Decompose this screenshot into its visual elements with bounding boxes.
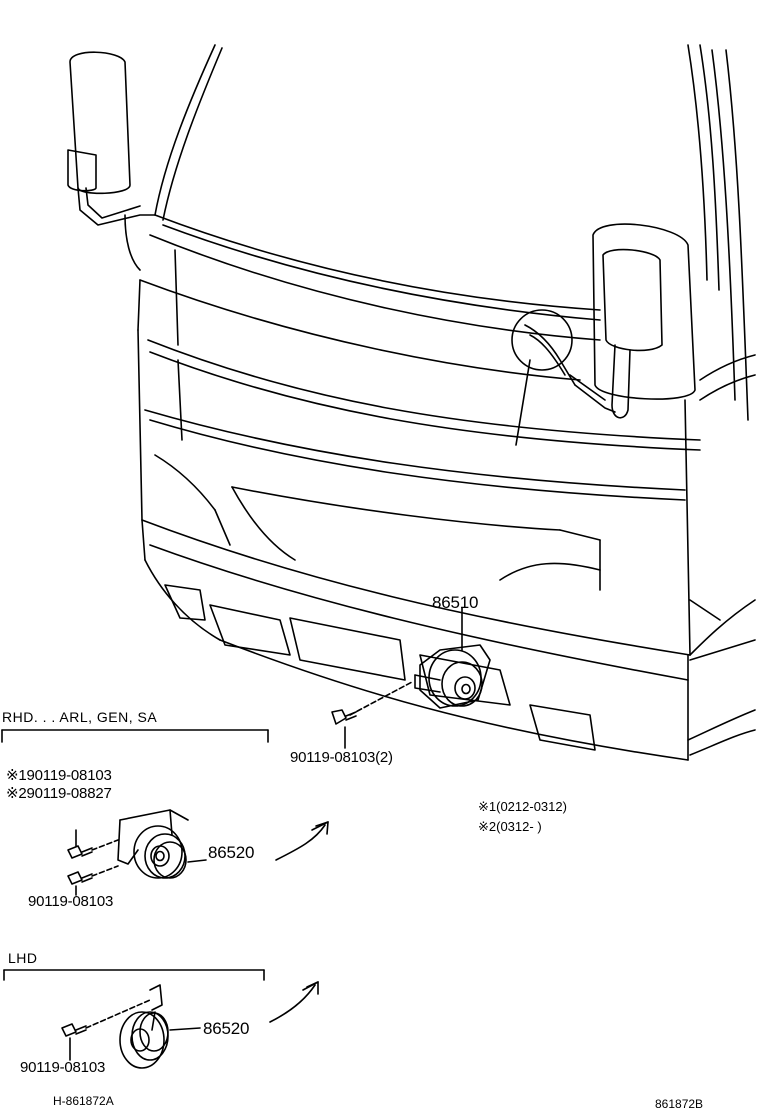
horn-86510-drawing — [331, 607, 491, 749]
detail-circle — [511, 309, 576, 446]
part-number-rhd-bolt-note1: ※190119-08103 — [6, 767, 112, 784]
part-number-rhd-bolt: 90119-08103 — [28, 893, 114, 910]
part-number-bolt-qty2: 90119-08103(2) — [290, 749, 393, 766]
truck-cab-drawing — [137, 44, 756, 761]
note-2: ※2(0312- ) — [478, 819, 542, 834]
mirror-right-drawing — [569, 223, 696, 419]
illustration-code-left: H-861872A — [53, 1094, 114, 1108]
part-number-rhd-bolt-note2: ※290119-08827 — [6, 785, 112, 802]
section-title-rhd: RHD. . . ARL, GEN, SA — [2, 709, 158, 725]
illustration-code-right: 861872B — [655, 1097, 704, 1111]
rhd-section-drawing — [1, 729, 329, 896]
part-number-lhd-86520: 86520 — [203, 1019, 250, 1038]
note-1: ※1(0212-0312) — [478, 799, 567, 814]
part-number-lhd-bolt: 90119-08103 — [20, 1059, 106, 1076]
part-number-86510: 86510 — [432, 593, 479, 612]
section-title-lhd: LHD — [8, 950, 38, 966]
part-number-rhd-86520: 86520 — [208, 843, 255, 862]
lhd-section-drawing — [3, 969, 319, 1069]
mirror-left-drawing — [67, 51, 156, 271]
